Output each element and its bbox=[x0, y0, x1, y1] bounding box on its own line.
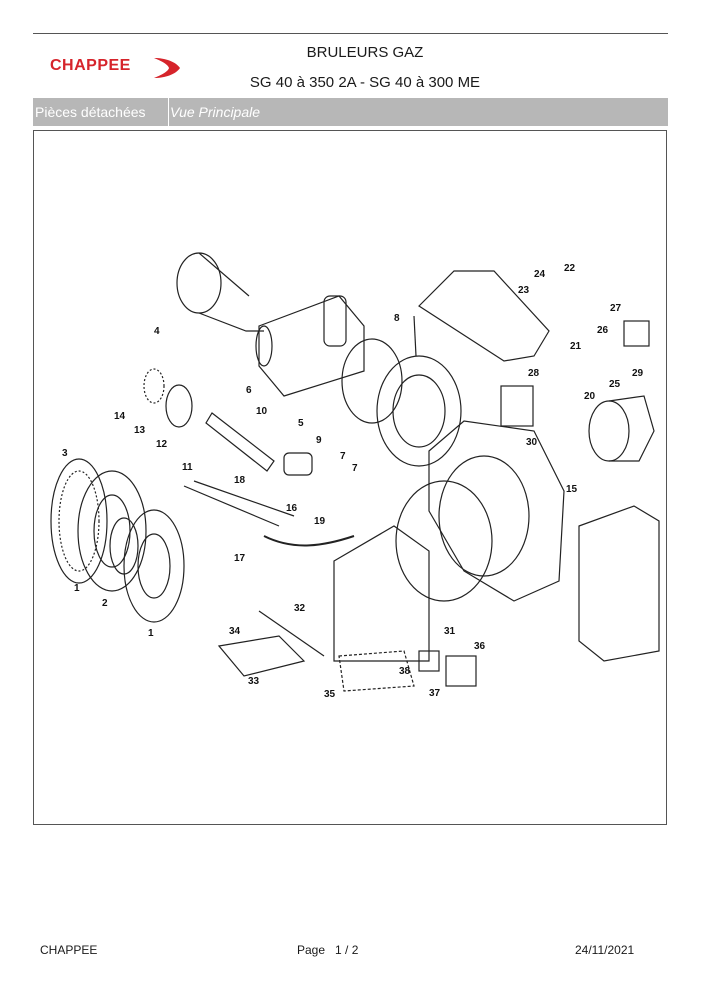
callout-35: 35 bbox=[324, 689, 336, 700]
callout-31: 31 bbox=[444, 626, 456, 637]
callout-36: 36 bbox=[474, 641, 486, 652]
callout-28: 28 bbox=[528, 368, 540, 379]
callout-9: 9 bbox=[316, 435, 322, 446]
callout-17: 17 bbox=[234, 553, 246, 564]
part-blast-tube-body bbox=[198, 252, 264, 332]
callout-22: 22 bbox=[564, 263, 576, 274]
section-bar: Pièces détachées Vue Principale bbox=[33, 98, 668, 126]
part-connector bbox=[283, 452, 313, 476]
part-plate bbox=[217, 635, 306, 677]
part-volute-ring bbox=[395, 480, 493, 602]
callout-16: 16 bbox=[286, 503, 298, 514]
callout-2: 2 bbox=[102, 598, 108, 609]
logo-wing-icon bbox=[154, 58, 180, 78]
footer-page: Page 1 / 2 bbox=[297, 943, 358, 957]
callout-5: 5 bbox=[298, 418, 304, 429]
part-transformer bbox=[500, 385, 534, 427]
callout-27: 27 bbox=[610, 303, 622, 314]
part-disc-14 bbox=[143, 368, 165, 404]
part-burner-tube bbox=[258, 295, 365, 397]
footer-date: 24/11/2021 bbox=[575, 943, 635, 957]
page-subtitle: SG 40 à 350 2A - SG 40 à 300 ME bbox=[249, 74, 481, 91]
callout-24: 24 bbox=[534, 269, 546, 280]
part-top-cover bbox=[418, 270, 550, 362]
callout-19: 19 bbox=[314, 516, 326, 527]
part-fan-wheel bbox=[438, 455, 530, 577]
part-rod bbox=[413, 315, 417, 357]
callout-3: 3 bbox=[62, 448, 68, 459]
callout-33: 33 bbox=[248, 676, 260, 687]
callout-32: 32 bbox=[294, 603, 306, 614]
exploded-view-drawing: 1 1 2 3 4 5 6 7 7 8 9 10 11 12 13 14 15 … bbox=[50, 252, 660, 700]
callout-29: 29 bbox=[632, 368, 644, 379]
callout-23: 23 bbox=[518, 285, 530, 296]
callout-6: 6 bbox=[246, 385, 252, 396]
part-gas-flange bbox=[341, 338, 403, 424]
part-gas-body bbox=[376, 355, 462, 467]
callout-30: 30 bbox=[526, 437, 538, 448]
part-motor-body bbox=[608, 395, 655, 462]
part-cable bbox=[263, 535, 355, 547]
callout-8: 8 bbox=[394, 313, 400, 324]
top-rule bbox=[33, 33, 668, 34]
callout-7b: 7 bbox=[352, 463, 358, 474]
callout-1b: 1 bbox=[148, 628, 154, 639]
callout-4: 4 bbox=[154, 326, 160, 337]
part-blast-tube-end bbox=[176, 252, 222, 314]
part-ionization-rod bbox=[193, 480, 295, 517]
callout-26: 26 bbox=[597, 325, 609, 336]
callout-34: 34 bbox=[229, 626, 241, 637]
part-valve bbox=[445, 655, 477, 687]
callout-21: 21 bbox=[570, 341, 582, 352]
part-mesh-ring bbox=[50, 458, 108, 584]
part-burner-tube-end bbox=[255, 325, 273, 367]
callout-15: 15 bbox=[566, 484, 578, 495]
callout-13: 13 bbox=[134, 425, 146, 436]
chappee-logo: CHAPPEE bbox=[50, 54, 190, 82]
callout-20: 20 bbox=[584, 391, 596, 402]
part-air-rod bbox=[258, 610, 325, 657]
callout-11: 11 bbox=[182, 462, 193, 473]
diagram-frame: 1 1 2 3 4 5 6 7 7 8 9 10 11 12 13 14 15 … bbox=[33, 130, 667, 825]
part-flange-b bbox=[123, 509, 185, 623]
part-gas-fitting bbox=[323, 295, 347, 347]
part-electrode-tube bbox=[205, 412, 275, 472]
part-flange-b-hole bbox=[137, 533, 171, 599]
callout-7a: 7 bbox=[340, 451, 346, 462]
part-pressure-switch bbox=[623, 320, 650, 347]
callout-18: 18 bbox=[234, 475, 246, 486]
callout-12: 12 bbox=[156, 439, 168, 450]
part-valve-bracket bbox=[418, 650, 440, 672]
part-flange-a bbox=[77, 470, 147, 592]
page-title: BRULEURS GAZ bbox=[306, 44, 424, 61]
part-motor-face bbox=[588, 400, 630, 462]
part-gas-body-inner bbox=[392, 374, 446, 448]
footer-page-value: 1 / 2 bbox=[335, 943, 359, 957]
callout-25: 25 bbox=[609, 379, 621, 390]
footer-company: CHAPPEE bbox=[40, 943, 98, 957]
callout-37: 37 bbox=[429, 688, 441, 699]
callout-1: 1 bbox=[74, 583, 80, 594]
callout-14: 14 bbox=[114, 411, 126, 422]
section-category: Pièces détachées bbox=[33, 98, 169, 126]
callout-10: 10 bbox=[256, 406, 268, 417]
part-control-cover bbox=[578, 505, 660, 662]
part-mesh-ring-inner bbox=[58, 470, 100, 572]
part-ignition-rod bbox=[183, 485, 280, 527]
part-volute-body bbox=[333, 525, 430, 662]
section-view: Vue Principale bbox=[170, 104, 261, 120]
logo-wordmark: CHAPPEE bbox=[50, 57, 131, 74]
part-grille bbox=[338, 650, 415, 692]
part-disc-12 bbox=[165, 384, 193, 428]
footer-page-label: Page bbox=[297, 943, 326, 957]
callout-38: 38 bbox=[399, 666, 411, 677]
